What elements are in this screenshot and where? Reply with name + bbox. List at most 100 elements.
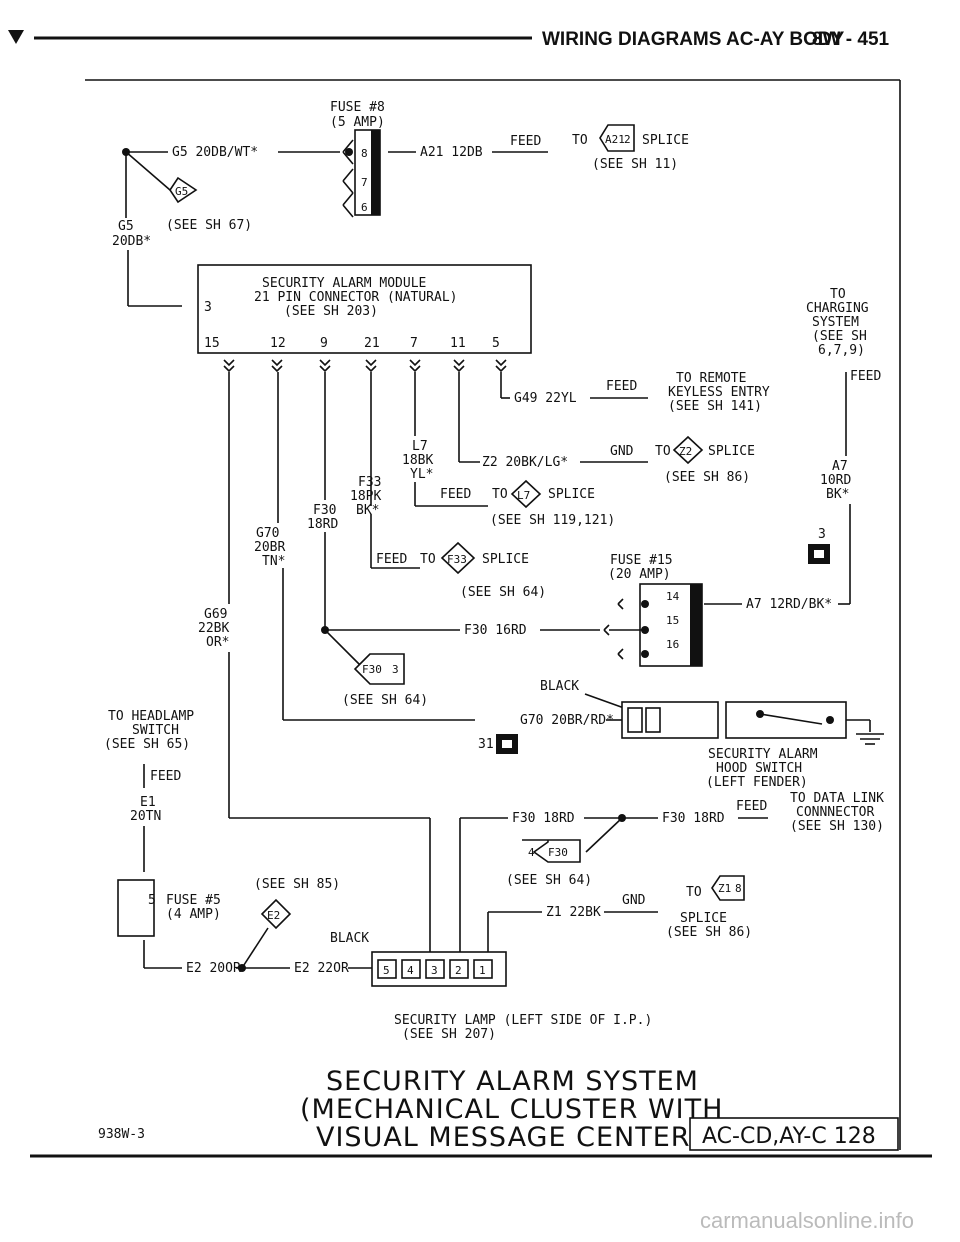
charging-line-2: CHARGING: [806, 301, 869, 316]
security-alarm-module: [197, 264, 532, 354]
ground-icon: [856, 733, 884, 745]
f30b-splice-sheet: 4: [528, 846, 535, 859]
fuse8-connector-7: [342, 168, 354, 194]
charging-line-3: SYSTEM: [812, 315, 859, 330]
f33-wire-id: F33: [358, 475, 381, 490]
a7-horizontal-label: A7 12RD/BK*: [746, 597, 832, 612]
datalink-line-2: CONNNECTOR: [796, 805, 874, 820]
fuse8-rating: (5 AMP): [330, 115, 385, 130]
security-lamp-pins: [377, 959, 493, 979]
module-pin-21: 21: [364, 336, 380, 351]
hood-black-leader: [584, 693, 625, 709]
headlamp-line-1: TO HEADLAMP: [108, 709, 194, 724]
z1-see-sh-86: (SEE SH 86): [666, 925, 752, 940]
g5-top-wire-label: G5 20DB/WT*: [172, 145, 258, 160]
hood-connector-pin-a: [627, 707, 643, 733]
fuse8-cavity-8: 8: [361, 147, 368, 160]
f30-splice-marker: [353, 653, 405, 685]
a7-wire-color: BK*: [826, 487, 849, 502]
g70-wire-horizontal-label: G70 20BR/RD*: [520, 713, 614, 728]
datalink-line-3: (SEE SH 130): [790, 819, 884, 834]
z2-to-label: TO: [655, 444, 671, 459]
module-ref: (SEE SH 203): [284, 304, 378, 319]
fuse15-terminal-16: [641, 650, 649, 658]
z1-splice-id: Z1: [718, 882, 731, 895]
fuse8-cavity-7: 7: [361, 176, 368, 189]
module-title: SECURITY ALARM MODULE: [262, 276, 426, 291]
f33-wire-color: BK*: [356, 503, 379, 518]
l7-see-sh-119: (SEE SH 119,121): [490, 513, 615, 528]
e1-wire-id: E1: [140, 795, 156, 810]
fuse15-terminal-14: [641, 600, 649, 608]
g70-wire-gauge: 20BR: [254, 540, 285, 555]
hood-line-2: HOOD SWITCH: [716, 761, 802, 776]
g5-splice-label: G5: [175, 185, 188, 198]
fuse15-cavity-14: 14: [666, 590, 680, 603]
lamp-title: SECURITY LAMP (LEFT SIDE OF I.P.): [394, 1013, 652, 1028]
g70-wire-color: TN*: [262, 554, 285, 569]
fuse15-cavity-15: 15: [666, 614, 679, 627]
a21-wire-label: A21 12DB: [420, 145, 483, 160]
a21-splice-label: SPLICE: [642, 133, 689, 148]
f30-wire-gauge: 18RD: [307, 517, 338, 532]
f30b-splice-leader: [585, 817, 623, 853]
f30-splice-leader: [324, 629, 361, 666]
fuse8-connector-6: [342, 192, 354, 218]
fuse15-rating: (20 AMP): [608, 567, 671, 582]
module-pin-7: 7: [410, 336, 418, 351]
header-title: WIRING DIAGRAMS AC-AY BODY: [542, 29, 845, 50]
z2-wire-label: Z2 20BK/LG*: [482, 455, 568, 470]
module-pin-5: 5: [492, 336, 500, 351]
f30-18b-wire-label: F30 18RD: [662, 811, 725, 826]
e2-splice-label: E2: [267, 909, 280, 922]
fuse8-name: FUSE #8: [330, 100, 385, 115]
a21-splice-sheet: 2: [624, 133, 631, 146]
l7-to-label: TO: [492, 487, 508, 502]
g69-wire-id: G69: [204, 607, 227, 622]
g5-see-sh-67: (SEE SH 67): [166, 218, 252, 233]
z1-splice-marker: [711, 875, 745, 901]
hood-switch-terminal: [826, 716, 834, 724]
header-page-number: 8W - 451: [812, 29, 890, 50]
f30-splice-id: F30: [362, 663, 382, 676]
fuse5-cavity: 5: [148, 893, 156, 908]
e1-wire-color: 20TN: [130, 809, 161, 824]
f30-see-sh-64: (SEE SH 64): [342, 693, 428, 708]
e2-see-sh-85: (SEE SH 85): [254, 877, 340, 892]
fuse5-block: [117, 879, 155, 937]
lamp-pin-3: 3: [431, 964, 438, 977]
f30b-splice-marker: [522, 839, 581, 863]
e2-splice-leader: [241, 927, 269, 969]
lamp-pin-2: 2: [455, 964, 462, 977]
hood-black-label: BLACK: [540, 679, 579, 694]
footer-title-line-3: VISUAL MESSAGE CENTER): [316, 1122, 702, 1153]
e2-20-wire-label: E2 20OR: [186, 961, 241, 976]
e2-22-wire-label: E2 22OR: [294, 961, 349, 976]
fuse15-busbar: [690, 584, 702, 666]
footer-code: AC-CD,AY-C 128: [702, 1124, 876, 1149]
datalink-feed-label: FEED: [736, 799, 767, 814]
f33-see-sh-64: (SEE SH 64): [460, 585, 546, 600]
lamp-ref: (SEE SH 207): [402, 1027, 496, 1042]
module-side-pin: 3: [204, 300, 212, 315]
lamp-black-label: BLACK: [330, 931, 369, 946]
g49-feed-label: FEED: [606, 379, 637, 394]
a21-see-sh-11: (SEE SH 11): [592, 157, 678, 172]
keyless-line-2: KEYLESS ENTRY: [668, 385, 770, 400]
charging-line-4: (SEE SH: [812, 329, 867, 344]
f30b-splice-id: F30: [548, 846, 568, 859]
fuse15-cavity-16: 16: [666, 638, 679, 651]
headlamp-line-3: (SEE SH 65): [104, 737, 190, 752]
fuse15-connector-15: [603, 624, 610, 636]
datalink-line-1: TO DATA LINK: [790, 791, 884, 806]
a21-to-label: TO: [572, 133, 588, 148]
header-triangle-icon: [8, 30, 24, 44]
module-pin-chevrons: [223, 359, 507, 373]
footer-figure-id: 938W-3: [98, 1127, 145, 1142]
a21-splice-marker: [599, 124, 635, 152]
fuse15-connector-16: [617, 648, 624, 660]
l7-splice-word: SPLICE: [548, 487, 595, 502]
g69-wire-gauge: 22BK: [198, 621, 229, 636]
lamp-pin-5: 5: [383, 964, 390, 977]
l7-feed-label: FEED: [440, 487, 471, 502]
